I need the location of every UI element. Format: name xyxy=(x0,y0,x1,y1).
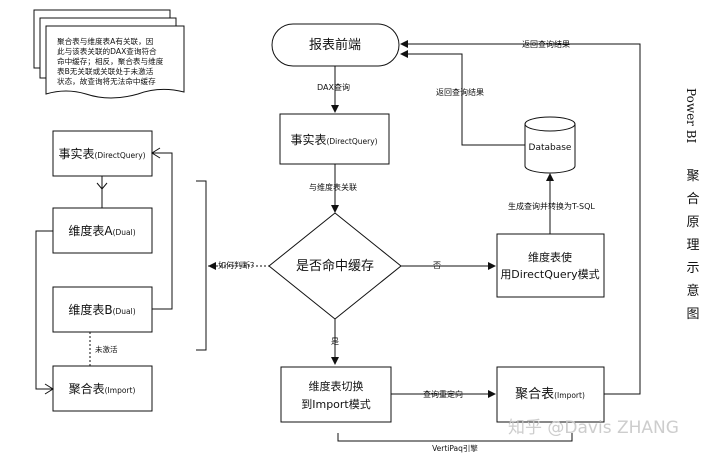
flow-agg-mode: (Import) xyxy=(554,391,585,400)
database-return-arrow: 返回查询结果 xyxy=(400,50,525,146)
no-arrow: 否 xyxy=(401,261,496,270)
vertical-title: Power BI 聚 合 原 理 示 意 图 xyxy=(684,88,700,322)
left-bracket: 如何判断？ xyxy=(196,180,270,351)
tsql-label: 生成查询并转换为T-SQL xyxy=(508,201,595,211)
title-char-1: 聚 xyxy=(686,169,699,184)
svg-text:事实表(DirectQuery): 事实表(DirectQuery) xyxy=(290,132,377,147)
note-document: 聚合表与维度表A有关联，因 此与该表关联的DAX查询符合 命中缓存；相反，聚合表… xyxy=(33,9,185,99)
left-fact-mode: (DirectQuery) xyxy=(94,151,145,160)
left-dim-a-label: 维度表A xyxy=(68,223,113,238)
title-char-3: 原 xyxy=(686,215,699,230)
fact-dim-a-relationship xyxy=(96,176,108,208)
dim-b-agg-inactive-relationship: 未激活 xyxy=(89,332,118,366)
yes-label: 是 xyxy=(331,337,339,346)
flow-fact-mode: (DirectQuery) xyxy=(326,137,377,146)
title-char-5: 示 xyxy=(686,261,699,276)
watermark: 知乎 @Davis ZHANG xyxy=(508,418,679,438)
directquery-node: 维度表使 用DirectQuery模式 xyxy=(496,233,605,298)
directquery-line-2: 用DirectQuery模式 xyxy=(500,268,599,281)
title-char-6: 意 xyxy=(686,283,699,299)
return-label-2: 返回查询结果 xyxy=(522,39,570,49)
title-char-7: 图 xyxy=(686,307,699,322)
agg-return-arrow: 返回查询结果 xyxy=(400,39,641,395)
flow-agg-label: 聚合表 xyxy=(515,387,554,402)
left-fact-label: 事实表 xyxy=(58,146,94,161)
title-char-4: 理 xyxy=(686,238,699,253)
dim-a-agg-relationship xyxy=(35,230,54,395)
cache-decision-node: 是否命中缓存 xyxy=(268,212,402,320)
report-frontend-label: 报表前端 xyxy=(309,37,361,53)
inactive-label: 未激活 xyxy=(95,344,118,354)
svg-text:维度表A(Dual): 维度表A(Dual) xyxy=(68,223,135,238)
switch-line-1: 维度表切换 xyxy=(309,379,364,393)
title-char-2: 合 xyxy=(686,192,699,207)
svg-text:聚合表(Import): 聚合表(Import) xyxy=(69,381,136,396)
left-dim-a-table: 维度表A(Dual) xyxy=(52,207,153,254)
redirect-label: 查询重定向 xyxy=(423,389,463,399)
dax-label: DAX查询 xyxy=(317,82,350,92)
redirect-arrow: 查询重定向 xyxy=(391,389,496,399)
left-fact-table: 事实表(DirectQuery) xyxy=(52,130,153,177)
left-dim-b-label: 维度表B xyxy=(68,302,112,317)
flow-agg-table: 聚合表(Import) xyxy=(496,366,605,423)
relate-arrow: 与维度表关联 xyxy=(309,164,357,213)
directquery-line-1: 维度表使 xyxy=(528,250,572,264)
dax-arrow: DAX查询 xyxy=(317,66,350,113)
tsql-arrow: 生成查询并转换为T-SQL xyxy=(508,173,595,234)
yes-arrow: 是 xyxy=(331,319,339,365)
svg-text:维度表B(Dual): 维度表B(Dual) xyxy=(68,302,135,317)
how-judge-label: 如何判断？ xyxy=(218,260,258,270)
note-line-4: 表B无关联或关联处于未激活 xyxy=(57,66,154,76)
flow-fact-label: 事实表 xyxy=(290,132,326,147)
vertipaq-label: VertiPaq引擎 xyxy=(432,443,478,453)
vertipaq-bracket: VertiPaq引擎 xyxy=(337,433,573,453)
cache-decision-label: 是否命中缓存 xyxy=(296,258,374,274)
note-line-5: 状态，故查询将无法命中缓存 xyxy=(57,76,156,86)
dim-b-fact-relationship xyxy=(151,147,173,310)
report-frontend-node: 报表前端 xyxy=(271,23,400,67)
left-agg-label: 聚合表 xyxy=(69,381,105,396)
svg-text:聚合表(Import): 聚合表(Import) xyxy=(515,387,585,402)
left-agg-table: 聚合表(Import) xyxy=(52,365,153,412)
left-dim-b-table: 维度表B(Dual) xyxy=(52,286,153,333)
left-dim-b-mode: (Dual) xyxy=(113,307,136,316)
switch-line-2: 到Import模式 xyxy=(301,398,371,411)
svg-text:事实表(DirectQuery): 事实表(DirectQuery) xyxy=(58,146,145,161)
left-agg-mode: (Import) xyxy=(105,386,136,395)
note-line-3: 命中缓存；相反，聚合表与维度 xyxy=(57,56,164,66)
database-label: Database xyxy=(529,143,572,153)
left-dim-a-mode: (Dual) xyxy=(113,228,136,237)
relate-label: 与维度表关联 xyxy=(309,182,357,192)
flow-fact-table: 事实表(DirectQuery) xyxy=(279,113,390,165)
note-line-2: 此与该表关联的DAX查询符合 xyxy=(57,46,157,56)
database-node: Database xyxy=(524,116,576,174)
title-power-bi: Power BI xyxy=(684,88,698,144)
no-label: 否 xyxy=(433,261,441,270)
return-label-1: 返回查询结果 xyxy=(436,87,484,97)
note-line-1: 聚合表与维度表A有关联，因 xyxy=(57,36,153,46)
switch-import-node: 维度表切换 到Import模式 xyxy=(280,366,392,423)
